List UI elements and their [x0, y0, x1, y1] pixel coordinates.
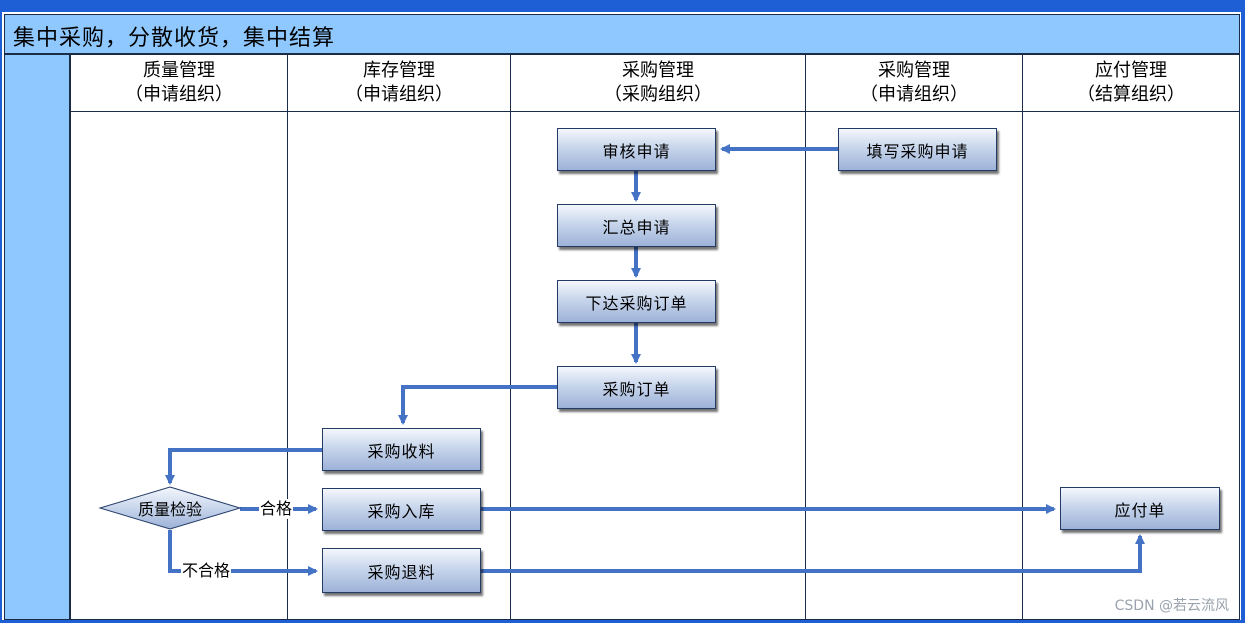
lane-org: （申请组织）: [125, 84, 233, 105]
left-header-strip: [4, 54, 70, 620]
title-bar: 集中采购，分散收货，集中结算: [4, 14, 1240, 54]
node-return-material: 采购退料: [322, 548, 481, 593]
node-quality-check: 质量检验: [137, 500, 202, 519]
edge-order-to-receive: [398, 385, 557, 425]
node-receive-material: 采购收料: [322, 428, 481, 471]
lane-header-purchasing-request: 采购管理 （申请组织）: [806, 55, 1022, 112]
node-issue-purchase-order: 下达采购订单: [557, 280, 716, 323]
node-fill-request: 填写采购申请: [838, 128, 997, 171]
lane-org: （申请组织）: [345, 84, 453, 105]
lane-header-purchasing-procurement: 采购管理 （采购组织）: [511, 55, 805, 112]
lane-org: （结算组织）: [1077, 84, 1185, 105]
node-summarize-request: 汇总申请: [557, 204, 716, 247]
edge-label-pass: 合格: [259, 499, 294, 519]
lane-title: 采购管理: [622, 60, 694, 81]
node-purchase-order: 采购订单: [557, 366, 716, 409]
edge-check-to-return: [168, 530, 318, 576]
edge-receive-to-check: [165, 448, 322, 485]
lane-quality: 质量管理 （申请组织）: [70, 54, 288, 620]
quality-check-diamond: [98, 486, 242, 530]
node-stock-in: 采购入库: [322, 488, 481, 531]
lane-header-quality: 质量管理 （申请组织）: [71, 55, 287, 112]
lane-title: 质量管理: [143, 60, 215, 81]
lane-title: 应付管理: [1095, 60, 1167, 81]
edge-return-to-payable: [481, 534, 1145, 573]
node-payable: 应付单: [1060, 487, 1220, 530]
lane-title: 采购管理: [878, 60, 950, 81]
lane-title: 库存管理: [363, 60, 435, 81]
watermark: CSDN @若云流风: [1114, 598, 1229, 614]
lane-org: （采购组织）: [604, 84, 712, 105]
edge-label-fail: 不合格: [181, 561, 232, 581]
lane-header-inventory: 库存管理 （申请组织）: [288, 55, 510, 112]
diagram-title: 集中采购，分散收货，集中结算: [13, 26, 336, 51]
lane-org: （申请组织）: [860, 84, 968, 105]
node-review-request: 审核申请: [557, 128, 716, 171]
lane-header-payables: 应付管理 （结算组织）: [1023, 55, 1239, 112]
